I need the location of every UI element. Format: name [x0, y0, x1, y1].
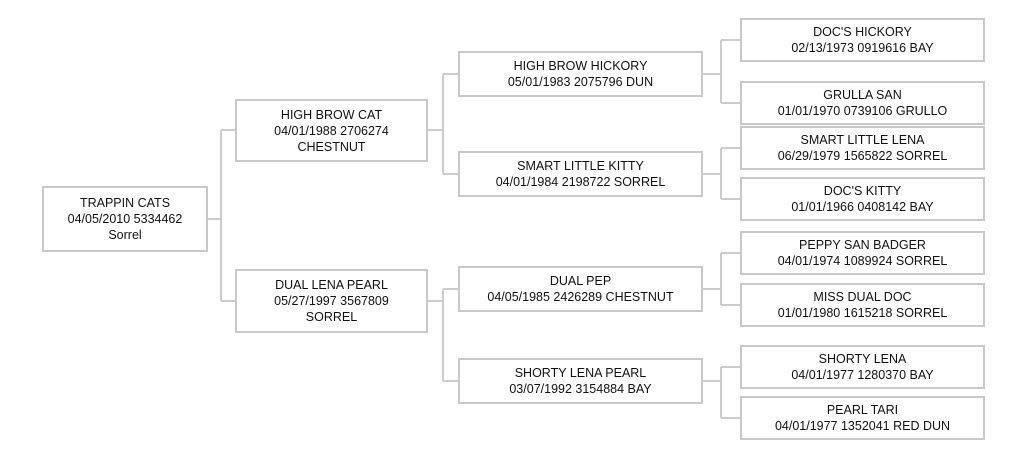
node-details: 03/07/1992 3154884 BAY — [509, 382, 652, 396]
node-name: SHORTY LENA — [818, 352, 907, 366]
node-name: DOC'S HICKORY — [813, 25, 912, 39]
pedigree-node-peppy-san-badger[interactable]: PEPPY SAN BADGER 04/01/1974 1089924 SORRE… — [740, 231, 985, 275]
node-name: SMART LITTLE KITTY — [517, 159, 644, 173]
node-details: 06/29/1979 1565822 SORREL — [777, 149, 948, 163]
node-name: PEARL TARI — [826, 403, 899, 417]
pedigree-node-dual-pep[interactable]: DUAL PEP 04/05/1985 2426289 CHESTNUT — [458, 266, 703, 312]
node-color: SORREL — [305, 310, 358, 324]
pedigree-node-docs-kitty[interactable]: DOC'S KITTY 01/01/1966 0408142 BAY — [740, 177, 985, 221]
node-details: 04/05/2010 5334462 — [67, 212, 183, 226]
node-name: TRAPPIN CATS — [79, 196, 171, 210]
node-details: 04/01/1977 1352041 RED DUN — [774, 419, 951, 433]
node-name: DUAL LENA PEARL — [275, 278, 388, 292]
node-name: GRULLA SAN — [823, 88, 902, 102]
node-details: 01/01/1970 0739106 GRULLO — [777, 104, 948, 118]
node-details: 05/01/1983 2075796 DUN — [507, 75, 654, 89]
pedigree-node-shorty-lena-pearl[interactable]: SHORTY LENA PEARL 03/07/1992 3154884 BAY — [458, 358, 703, 404]
node-name: HIGH BROW CAT — [280, 107, 383, 122]
node-color: Sorrel — [108, 228, 142, 242]
node-name: DUAL PEP — [549, 274, 612, 288]
node-name: MISS DUAL DOC — [813, 290, 912, 304]
pedigree-node-miss-dual-doc[interactable]: MISS DUAL DOC 01/01/1980 1615218 SORREL — [740, 283, 985, 327]
pedigree-node-shorty-lena[interactable]: SHORTY LENA 04/01/1977 1280370 BAY — [740, 345, 985, 389]
pedigree-node-smart-little-kitty[interactable]: SMART LITTLE KITTY 04/01/1984 2198722 SOR… — [458, 151, 703, 197]
node-details: 04/01/1988 2706274 — [274, 123, 389, 138]
node-details: 04/05/1985 2426289 CHESTNUT — [487, 290, 674, 304]
node-details: 01/01/1966 0408142 BAY — [791, 200, 934, 214]
node-name: SHORTY LENA PEARL — [514, 366, 647, 380]
node-details: 01/01/1980 1615218 SORREL — [777, 306, 948, 320]
pedigree-node-docs-hickory[interactable]: DOC'S HICKORY 02/13/1973 0919616 BAY — [740, 18, 985, 62]
node-details: 04/01/1977 1280370 BAY — [791, 368, 934, 382]
pedigree-node-smart-little-lena[interactable]: SMART LITTLE LENA 06/29/1979 1565822 SORR… — [740, 126, 985, 170]
node-color: CHESTNUT — [297, 139, 366, 154]
node-name: SMART LITTLE LENA — [800, 133, 925, 147]
node-details: 05/27/1997 3567809 — [274, 294, 389, 308]
pedigree-node-high-brow-hickory[interactable]: HIGH BROW HICKORY 05/01/1983 2075796 DUN — [458, 51, 703, 97]
node-name: DOC'S KITTY — [823, 184, 902, 198]
node-details: 04/01/1974 1089924 SORREL — [777, 254, 948, 268]
node-name: PEPPY SAN BADGER — [799, 238, 926, 252]
pedigree-node-grulla-san[interactable]: GRULLA SAN 01/01/1970 0739106 GRULLO — [740, 81, 985, 125]
node-details: 02/13/1973 0919616 BAY — [791, 41, 934, 55]
node-details: 04/01/1984 2198722 SORREL — [495, 175, 666, 189]
pedigree-node-pearl-tari[interactable]: PEARL TARI 04/01/1977 1352041 RED DUN — [740, 396, 985, 440]
node-name: HIGH BROW HICKORY — [513, 59, 648, 73]
